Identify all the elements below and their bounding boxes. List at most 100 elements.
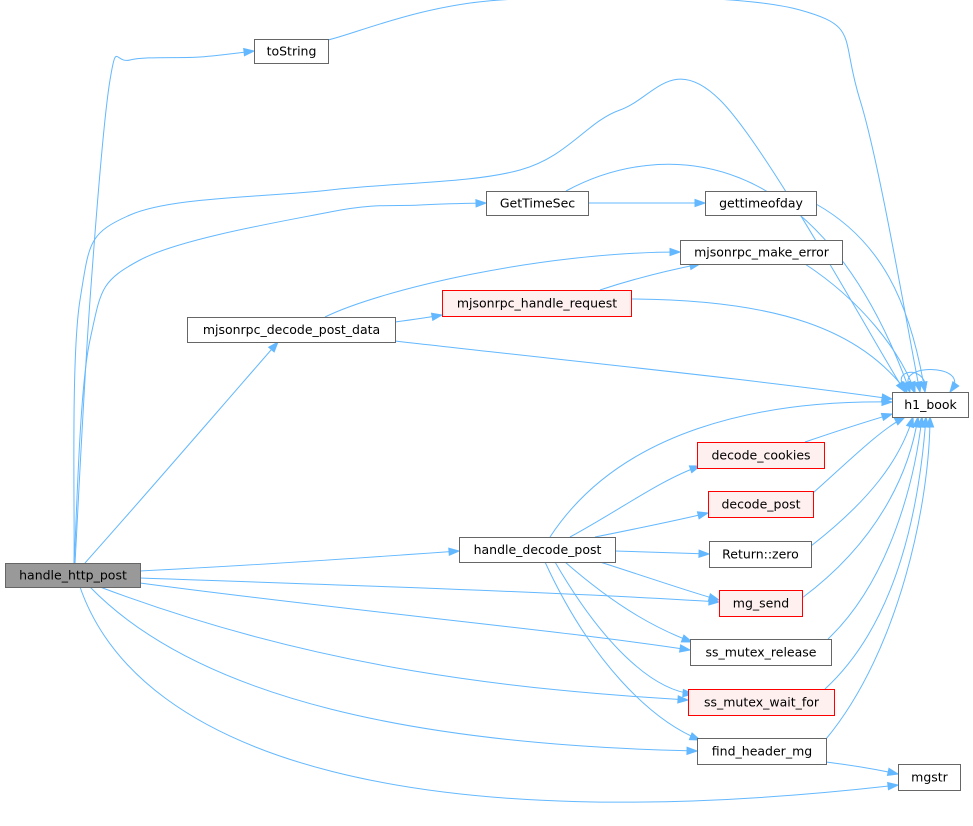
edge-handle_decode_post-to-find_header_mg — [544, 561, 702, 741]
node-box[interactable] — [705, 191, 817, 216]
edge-line — [594, 512, 709, 538]
arrow-head-icon — [678, 644, 692, 653]
edge-line — [824, 416, 927, 690]
edge-handle_http_post-to-GetTimeSec — [73, 199, 488, 564]
edge-line — [815, 203, 926, 393]
arrow-head-icon — [897, 381, 908, 394]
node-label: decode_cookies — [711, 448, 810, 463]
node-gettimeofday[interactable]: gettimeofday — [705, 191, 817, 216]
node-box[interactable] — [5, 563, 141, 588]
edge-line — [825, 416, 931, 740]
node-label: ss_mutex_wait_for — [704, 695, 820, 710]
edge-handle_http_post-to-toString — [74, 47, 256, 564]
node-label: GetTimeSec — [500, 196, 575, 211]
node-mg_send[interactable]: mg_send — [719, 590, 803, 617]
arrow-head-icon — [677, 695, 690, 704]
edge-handle_http_post-to-find_header_mg — [89, 586, 699, 756]
node-handle_http_post[interactable]: handle_http_post — [5, 563, 141, 588]
edge-mjsonrpc_make_error-to-h1_book — [804, 263, 916, 394]
node-box[interactable] — [892, 392, 969, 418]
edge-line — [827, 416, 923, 640]
node-mjsonrpc_decode_post_data[interactable]: mjsonrpc_decode_post_data — [187, 317, 396, 343]
node-ss_mutex_wait_for[interactable]: ss_mutex_wait_for — [688, 689, 835, 716]
arrow-head-icon — [886, 767, 900, 776]
node-mjsonrpc_make_error[interactable]: mjsonrpc_make_error — [680, 240, 843, 265]
edge-handle_http_post-to-mgstr — [79, 586, 900, 803]
node-label: toString — [267, 44, 317, 59]
edge-handle_http_post-to-ss_mutex_release — [139, 582, 692, 653]
node-label: gettimeofday — [719, 196, 803, 211]
node-box[interactable] — [486, 191, 589, 216]
arrow-head-icon — [243, 47, 256, 57]
node-box[interactable] — [898, 764, 961, 791]
edge-find_header_mg-to-h1_book — [825, 415, 935, 740]
edge-mjsonrpc_handle_request-to-h1_book — [630, 298, 908, 394]
arrow-head-icon — [880, 412, 894, 422]
edge-line — [549, 401, 893, 538]
edge-find_header_mg-to-mgstr — [825, 761, 900, 776]
node-label: handle_decode_post — [474, 542, 602, 557]
node-label: ss_mutex_release — [706, 645, 817, 660]
node-label: find_header_mg — [712, 744, 812, 759]
edge-handle_decode_post-to-Return_zero — [614, 549, 711, 559]
edge-line — [804, 263, 916, 393]
edge-handle_http_post-to-mg_send — [139, 577, 721, 606]
node-find_header_mg[interactable]: find_header_mg — [697, 738, 827, 765]
edge-line — [599, 263, 701, 291]
arrow-head-icon — [696, 511, 710, 520]
node-h1_book[interactable]: h1_book — [892, 392, 969, 418]
node-box[interactable] — [709, 541, 812, 568]
node-box[interactable] — [697, 738, 827, 765]
edge-decode_post-to-h1_book — [812, 416, 907, 494]
node-box[interactable] — [680, 240, 843, 265]
edge-handle_decode_post-to-ss_mutex_wait_for — [554, 561, 695, 698]
edge-mjsonrpc_decode_post_data-to-mjsonrpc_make_error — [324, 247, 682, 318]
node-label: mjsonrpc_decode_post_data — [203, 322, 380, 337]
edge-gettimeofday-to-h1_book — [815, 203, 928, 394]
edge-line — [599, 561, 720, 601]
node-box[interactable] — [719, 590, 803, 617]
node-label: mjsonrpc_make_error — [694, 245, 830, 260]
edge-line — [324, 251, 681, 318]
node-toString[interactable]: toString — [254, 39, 329, 64]
node-ss_mutex_release[interactable]: ss_mutex_release — [690, 639, 832, 666]
edge-handle_http_post-to-ss_mutex_wait_for — [99, 586, 690, 704]
node-box[interactable] — [708, 491, 814, 518]
arrow-head-icon — [448, 547, 461, 557]
node-mgstr[interactable]: mgstr — [898, 764, 961, 791]
arrow-head-icon — [669, 247, 682, 257]
node-decode_post[interactable]: decode_post — [708, 491, 814, 518]
arrow-head-icon — [475, 199, 488, 208]
node-box[interactable] — [690, 639, 832, 666]
node-box[interactable] — [254, 39, 329, 64]
edge-handle_http_post-to-handle_decode_post — [139, 547, 461, 572]
node-label: handle_http_post — [19, 568, 127, 583]
node-box[interactable] — [688, 689, 835, 716]
edge-layer — [73, 0, 960, 803]
edge-line — [84, 341, 279, 564]
edge-decode_cookies-to-h1_book — [804, 412, 894, 443]
node-decode_cookies[interactable]: decode_cookies — [697, 442, 825, 469]
edge-mjsonrpc_decode_post_data-to-h1_book — [394, 340, 894, 402]
node-GetTimeSec[interactable]: GetTimeSec — [486, 191, 589, 216]
node-box[interactable] — [442, 290, 632, 317]
node-label: mg_send — [733, 596, 789, 611]
arrow-head-icon — [913, 380, 923, 394]
edge-line — [544, 561, 701, 741]
edge-line — [327, 0, 921, 393]
node-box[interactable] — [697, 442, 825, 469]
edge-line — [804, 413, 893, 443]
node-box[interactable] — [459, 537, 616, 563]
edge-ss_mutex_wait_for-to-h1_book — [824, 415, 930, 690]
edge-h1_book-to-h1_book — [900, 369, 960, 394]
node-box[interactable] — [187, 317, 396, 343]
arrow-head-icon — [430, 312, 444, 322]
arrow-head-icon — [707, 593, 721, 602]
node-Return_zero[interactable]: Return::zero — [709, 541, 812, 568]
node-mjsonrpc_handle_request[interactable]: mjsonrpc_handle_request — [442, 290, 632, 317]
edge-line — [74, 50, 255, 564]
node-handle_decode_post[interactable]: handle_decode_post — [459, 537, 616, 563]
edge-line — [394, 340, 893, 400]
edge-handle_http_post-to-mjsonrpc_decode_post_data — [84, 340, 279, 564]
